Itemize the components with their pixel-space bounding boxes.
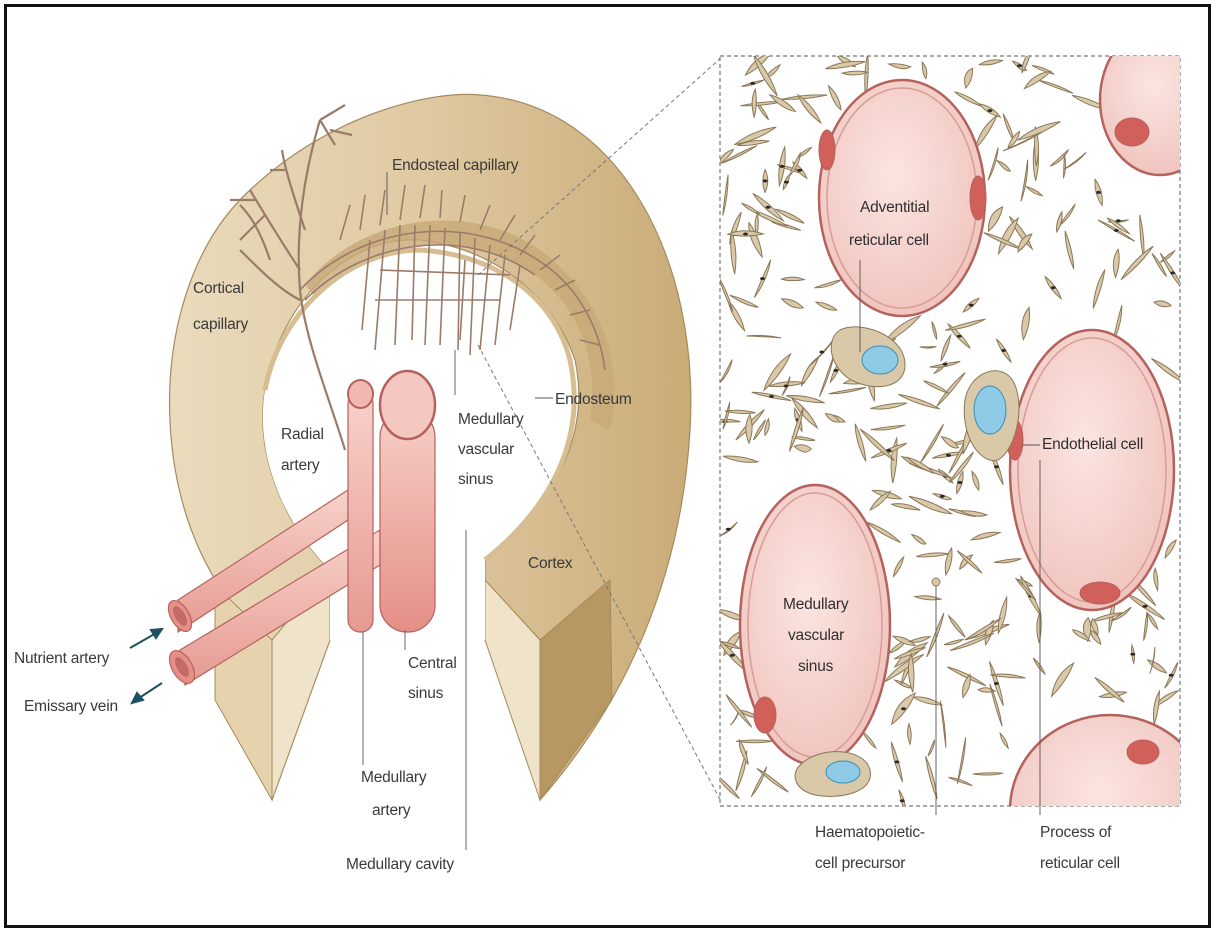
reticular-cell-nucleus [797,169,802,172]
label-medullary-sinus-2: vascular [458,441,514,458]
label-endosteal-capillary: Endosteal capillary [392,157,519,174]
reticular-cell-nucleus [994,465,999,468]
reticular-cell-nucleus [1170,271,1175,274]
reticular-cell-nucleus [895,760,900,763]
reticular-cell-nucleus [1114,229,1119,232]
reticular-cell-nucleus [988,109,993,112]
reticular-cell-nucleus [1017,64,1022,67]
arrows [130,629,162,703]
label-radial-artery-2: artery [281,457,320,474]
label-medullary-artery-2: artery [372,802,411,819]
reticular-cell-nucleus [1051,286,1056,289]
label-haematopoietic-2: cell precursor [815,855,905,872]
reticular-cell-nucleus [833,369,838,372]
reticular-cell-nucleus [730,654,735,657]
label-process-1: Process of [1040,824,1112,841]
reticular-cell-nucleus [769,395,774,398]
reticular-cell-nucleus [900,799,905,802]
sinus-right [1007,330,1174,610]
label-endothelial-cell: Endothelial cell [1042,436,1143,453]
reticular-cell-nucleus [957,335,962,338]
reticular-cell-nucleus [946,454,951,457]
reticular-cell-nucleus [1116,219,1121,222]
reticular-cell-fragment [736,740,773,743]
reticular-cell-nucleus [1130,653,1135,656]
label-central-sinus-2: sinus [408,685,444,702]
reticular-cell-nucleus [1001,349,1006,352]
reticular-cell-nucleus [1096,191,1101,194]
reticular-cell-nucleus [750,82,755,85]
label-endosteum: Endosteum [555,391,632,408]
label-cortex: Cortex [528,555,573,572]
reticular-cell-nucleus [1169,674,1174,677]
label-haematopoietic-1: Haematopoietic- [815,824,925,841]
reticular-cell-nucleus [780,165,785,168]
reticular-cell-nucleus [969,304,974,307]
reticular-cell-nucleus [957,481,962,484]
label-medullary-sinus-3: sinus [458,471,494,488]
central-sinus [380,371,435,632]
reticular-cell-nucleus [994,682,999,685]
reticular-cell-nucleus [940,495,945,498]
label-adventitial-2: reticular cell [849,232,929,249]
reticular-cell-nucleus [763,179,768,182]
label-radial-artery-1: Radial [281,426,324,443]
reticular-cell-nucleus [1143,605,1148,608]
label-cortical-capillary-2: capillary [193,316,249,333]
reticular-cell-nucleus [784,181,789,184]
reticular-cell-nucleus [784,385,789,388]
label-medullary-sinus-1: Medullary [458,411,524,428]
label-cortical-capillary-1: Cortical [193,280,244,297]
label-nutrient-artery: Nutrient artery [14,650,110,667]
label-medullary-cavity: Medullary cavity [346,856,454,873]
reticular-cell-nucleus [743,233,748,236]
label-adventitial-1: Adventitial [860,199,929,216]
reticular-cell-nucleus [901,707,906,710]
label-emissary-vein: Emissary vein [24,698,118,715]
label-medullary-sinus-right-2: vascular [788,627,844,644]
label-medullary-sinus-right-1: Medullary [783,596,849,613]
reticular-cell-nucleus [726,528,731,531]
reticular-cell-nucleus [760,277,765,280]
reticular-cell-nucleus [943,363,948,366]
sinus-corner-top [1100,25,1219,175]
label-medullary-artery-1: Medullary [361,769,427,786]
reticular-cell-nucleus [819,351,824,354]
label-medullary-sinus-right-3: sinus [798,658,834,675]
label-central-sinus-1: Central [408,655,457,672]
sinus-left [740,485,890,765]
medullary-artery [348,380,373,632]
label-process-2: reticular cell [1040,855,1120,872]
reticular-cell-nucleus [766,206,771,209]
sinus-top [819,80,986,316]
